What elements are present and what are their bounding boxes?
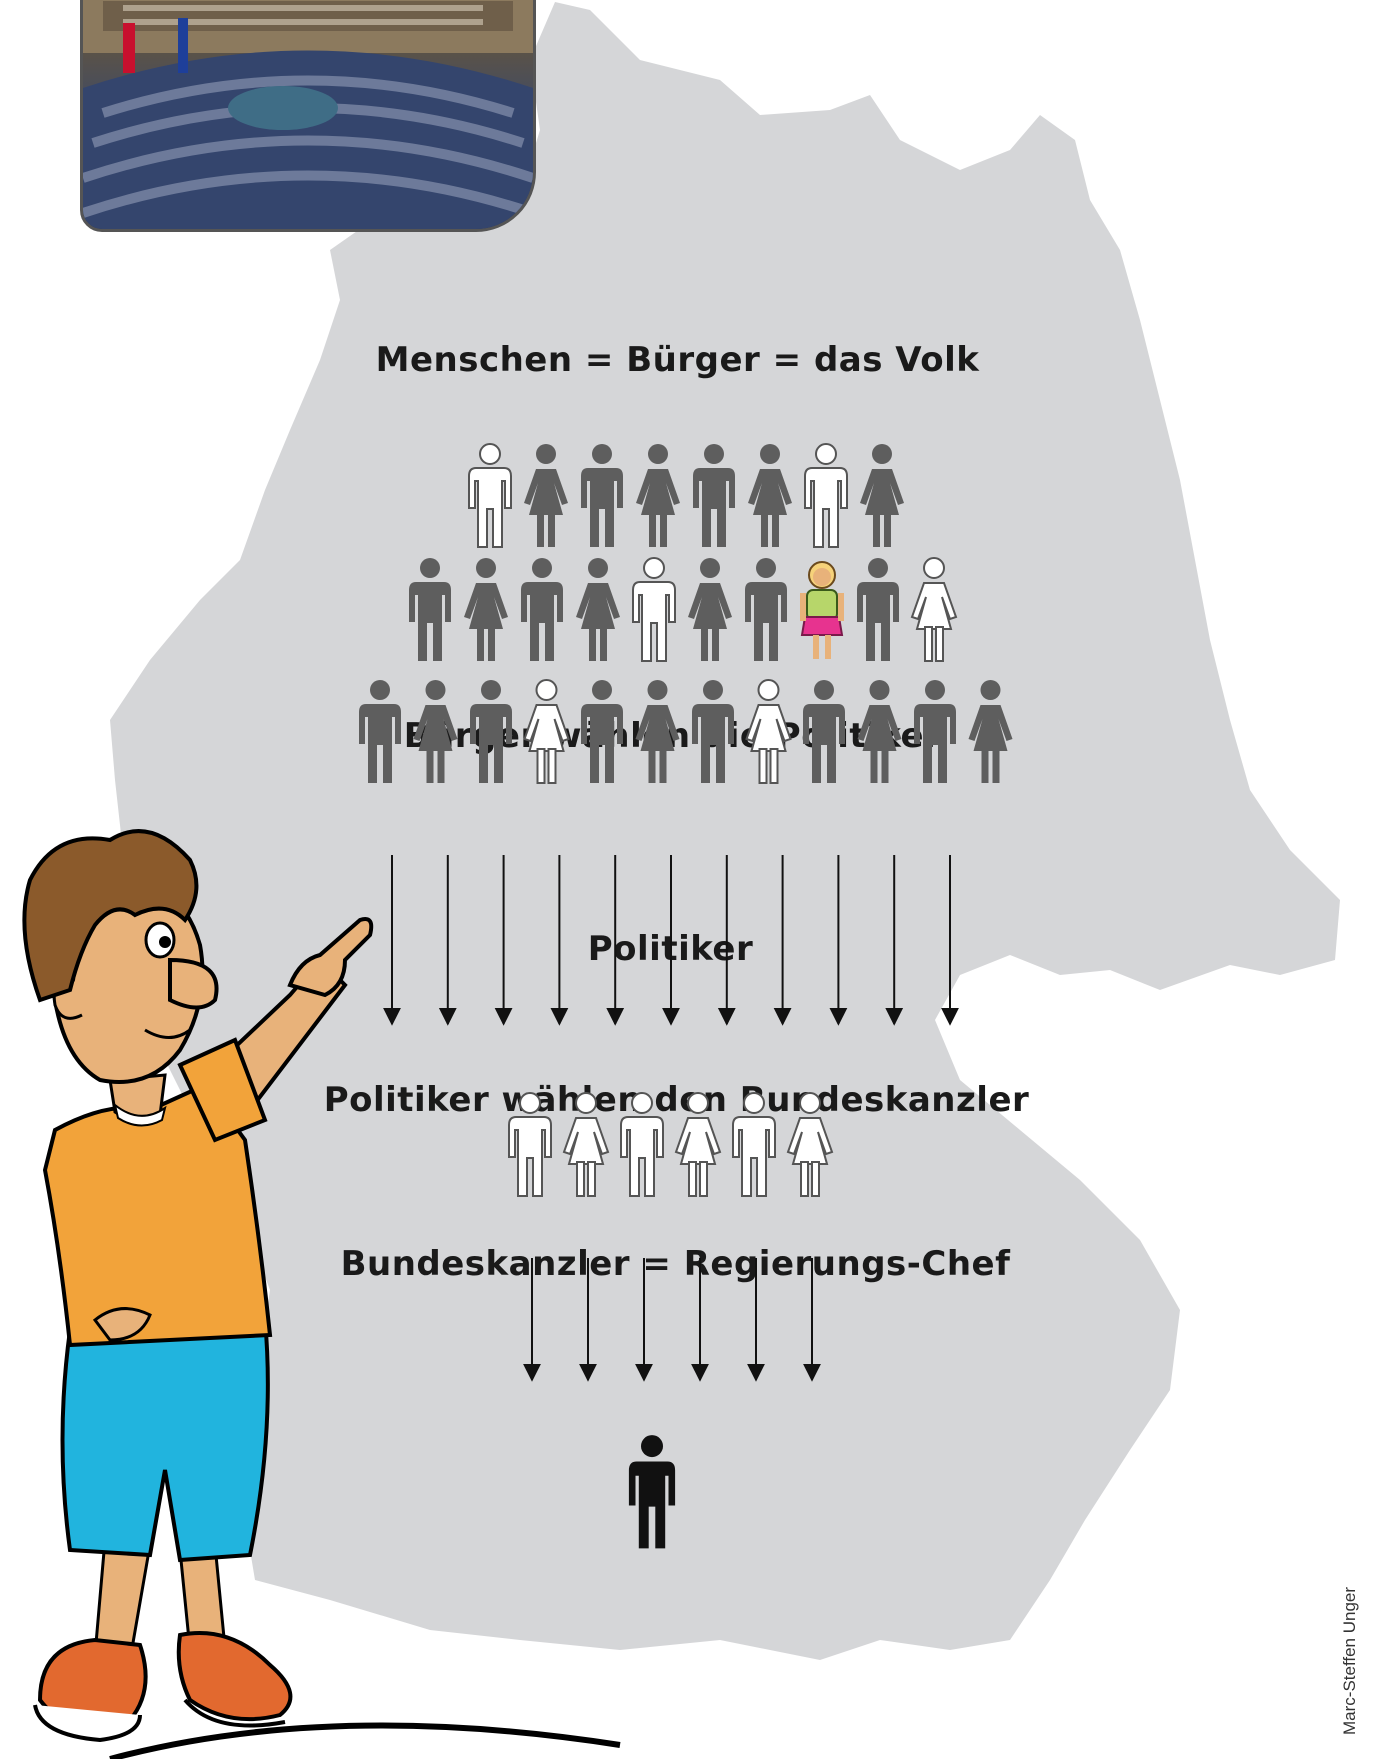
light-man-figure [468, 443, 512, 548]
dark-man-figure [409, 558, 451, 661]
light-man-figure [732, 1092, 776, 1197]
chancellor-figure [628, 1435, 676, 1549]
dark-man-figure [803, 680, 845, 783]
boy-nose [168, 957, 219, 1010]
boy-hip-hand [92, 1307, 152, 1342]
dark-woman-figure [635, 680, 680, 783]
dark-woman-figure [860, 444, 904, 547]
light-woman-figure [910, 557, 958, 662]
light-woman-figure [786, 1092, 834, 1197]
ground-line [109, 1722, 621, 1759]
light-woman-figure [674, 1092, 722, 1197]
chancellor-figure [628, 1435, 676, 1549]
light-woman-figure [745, 679, 792, 784]
dark-woman-figure [413, 680, 458, 783]
light-man-figure [632, 557, 676, 662]
boy-sleeve [177, 1037, 268, 1143]
dark-woman-figure [968, 680, 1013, 783]
parliament-photo [80, 0, 536, 232]
label-politicians-vote: Politiker wählen den Bundeskanzler [323, 1080, 1030, 1120]
politicians-group [508, 1092, 834, 1197]
dark-woman-figure [524, 444, 568, 547]
citizen-vote-arrows [383, 855, 959, 1026]
boy-hand [287, 917, 374, 998]
light-woman-figure [562, 1092, 610, 1197]
politician-vote-arrows [523, 1258, 821, 1382]
dark-woman-figure [464, 558, 508, 661]
dark-man-figure [521, 558, 563, 661]
dark-man-figure [581, 680, 623, 783]
dark-man-figure [470, 680, 512, 783]
light-woman-figure [523, 679, 570, 784]
dark-man-figure [581, 444, 623, 547]
light-man-figure [508, 1092, 552, 1197]
dark-woman-figure [576, 558, 620, 661]
dark-man-figure [359, 680, 401, 783]
girl-figure [800, 561, 844, 659]
dark-woman-figure [636, 444, 680, 547]
dark-man-figure [857, 558, 899, 661]
map-silhouette [110, 2, 1340, 1660]
dark-man-figure [745, 558, 787, 661]
dark-man-figure [693, 444, 735, 547]
title-citizens: Menschen = Bürger = das Volk [375, 340, 980, 380]
light-man-figure [804, 443, 848, 548]
dark-man-figure [692, 680, 734, 783]
dark-woman-figure [748, 444, 792, 547]
dark-woman-figure [688, 558, 732, 661]
dark-man-figure [914, 680, 956, 783]
light-man-figure [620, 1092, 664, 1197]
citizens-group [359, 443, 1013, 784]
dark-woman-figure [857, 680, 902, 783]
boy-shoe-right [176, 1631, 293, 1722]
boy-hair [22, 829, 199, 1003]
boy-shorts [60, 1317, 270, 1563]
parliament-seats-graphic [83, 0, 533, 229]
photo-credit: Marc-Steffen Unger [1340, 1586, 1359, 1735]
label-chancellor: Bundeskanzler = Regierungs-Chef [340, 1244, 1011, 1284]
